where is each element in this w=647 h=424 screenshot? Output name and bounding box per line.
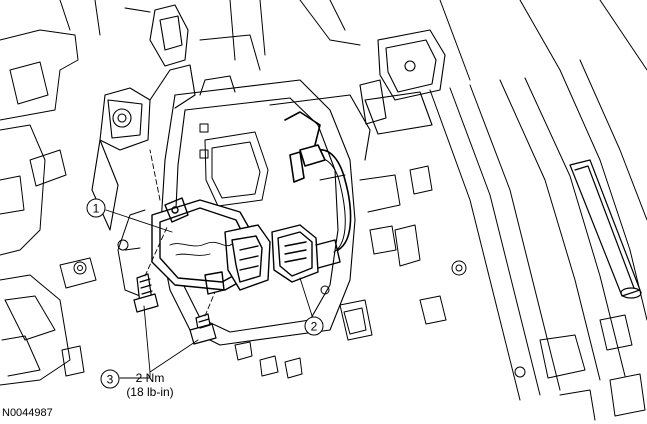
bolt-right bbox=[189, 313, 217, 345]
leader-1 bbox=[105, 209, 173, 233]
left-connector bbox=[91, 64, 196, 231]
leader-3b bbox=[149, 339, 199, 373]
callout-2-label: 2 bbox=[311, 320, 318, 334]
module-bracket bbox=[117, 209, 151, 301]
callout-1 bbox=[86, 198, 106, 218]
right-rails bbox=[429, 59, 647, 401]
upper-plate bbox=[199, 123, 269, 207]
right-latch bbox=[359, 29, 446, 135]
callout-3 bbox=[100, 369, 120, 389]
top-background bbox=[59, 0, 647, 81]
leader-3a bbox=[143, 305, 151, 373]
install-guide-lines bbox=[144, 149, 216, 317]
left-frame bbox=[0, 29, 97, 386]
figure-id: N0044987 bbox=[2, 407, 53, 419]
leader-2 bbox=[299, 277, 315, 323]
torque-value: 2 Nm bbox=[136, 371, 165, 385]
callout-1-label: 1 bbox=[93, 202, 100, 216]
wiring-harness bbox=[284, 111, 352, 253]
torque-imperial: (18 lb-in) bbox=[126, 385, 173, 399]
bolt-left bbox=[133, 273, 159, 313]
harness-connector bbox=[271, 224, 341, 283]
callout-2 bbox=[304, 316, 324, 336]
leader-3 bbox=[119, 371, 151, 379]
module-body bbox=[151, 197, 271, 295]
gas-strut bbox=[569, 159, 642, 299]
callout-3-label: 3 bbox=[107, 373, 114, 387]
right-hardware bbox=[73, 165, 646, 421]
top-left-connector bbox=[124, 4, 189, 67]
callout-leaders bbox=[105, 209, 315, 379]
center-components bbox=[234, 174, 401, 379]
